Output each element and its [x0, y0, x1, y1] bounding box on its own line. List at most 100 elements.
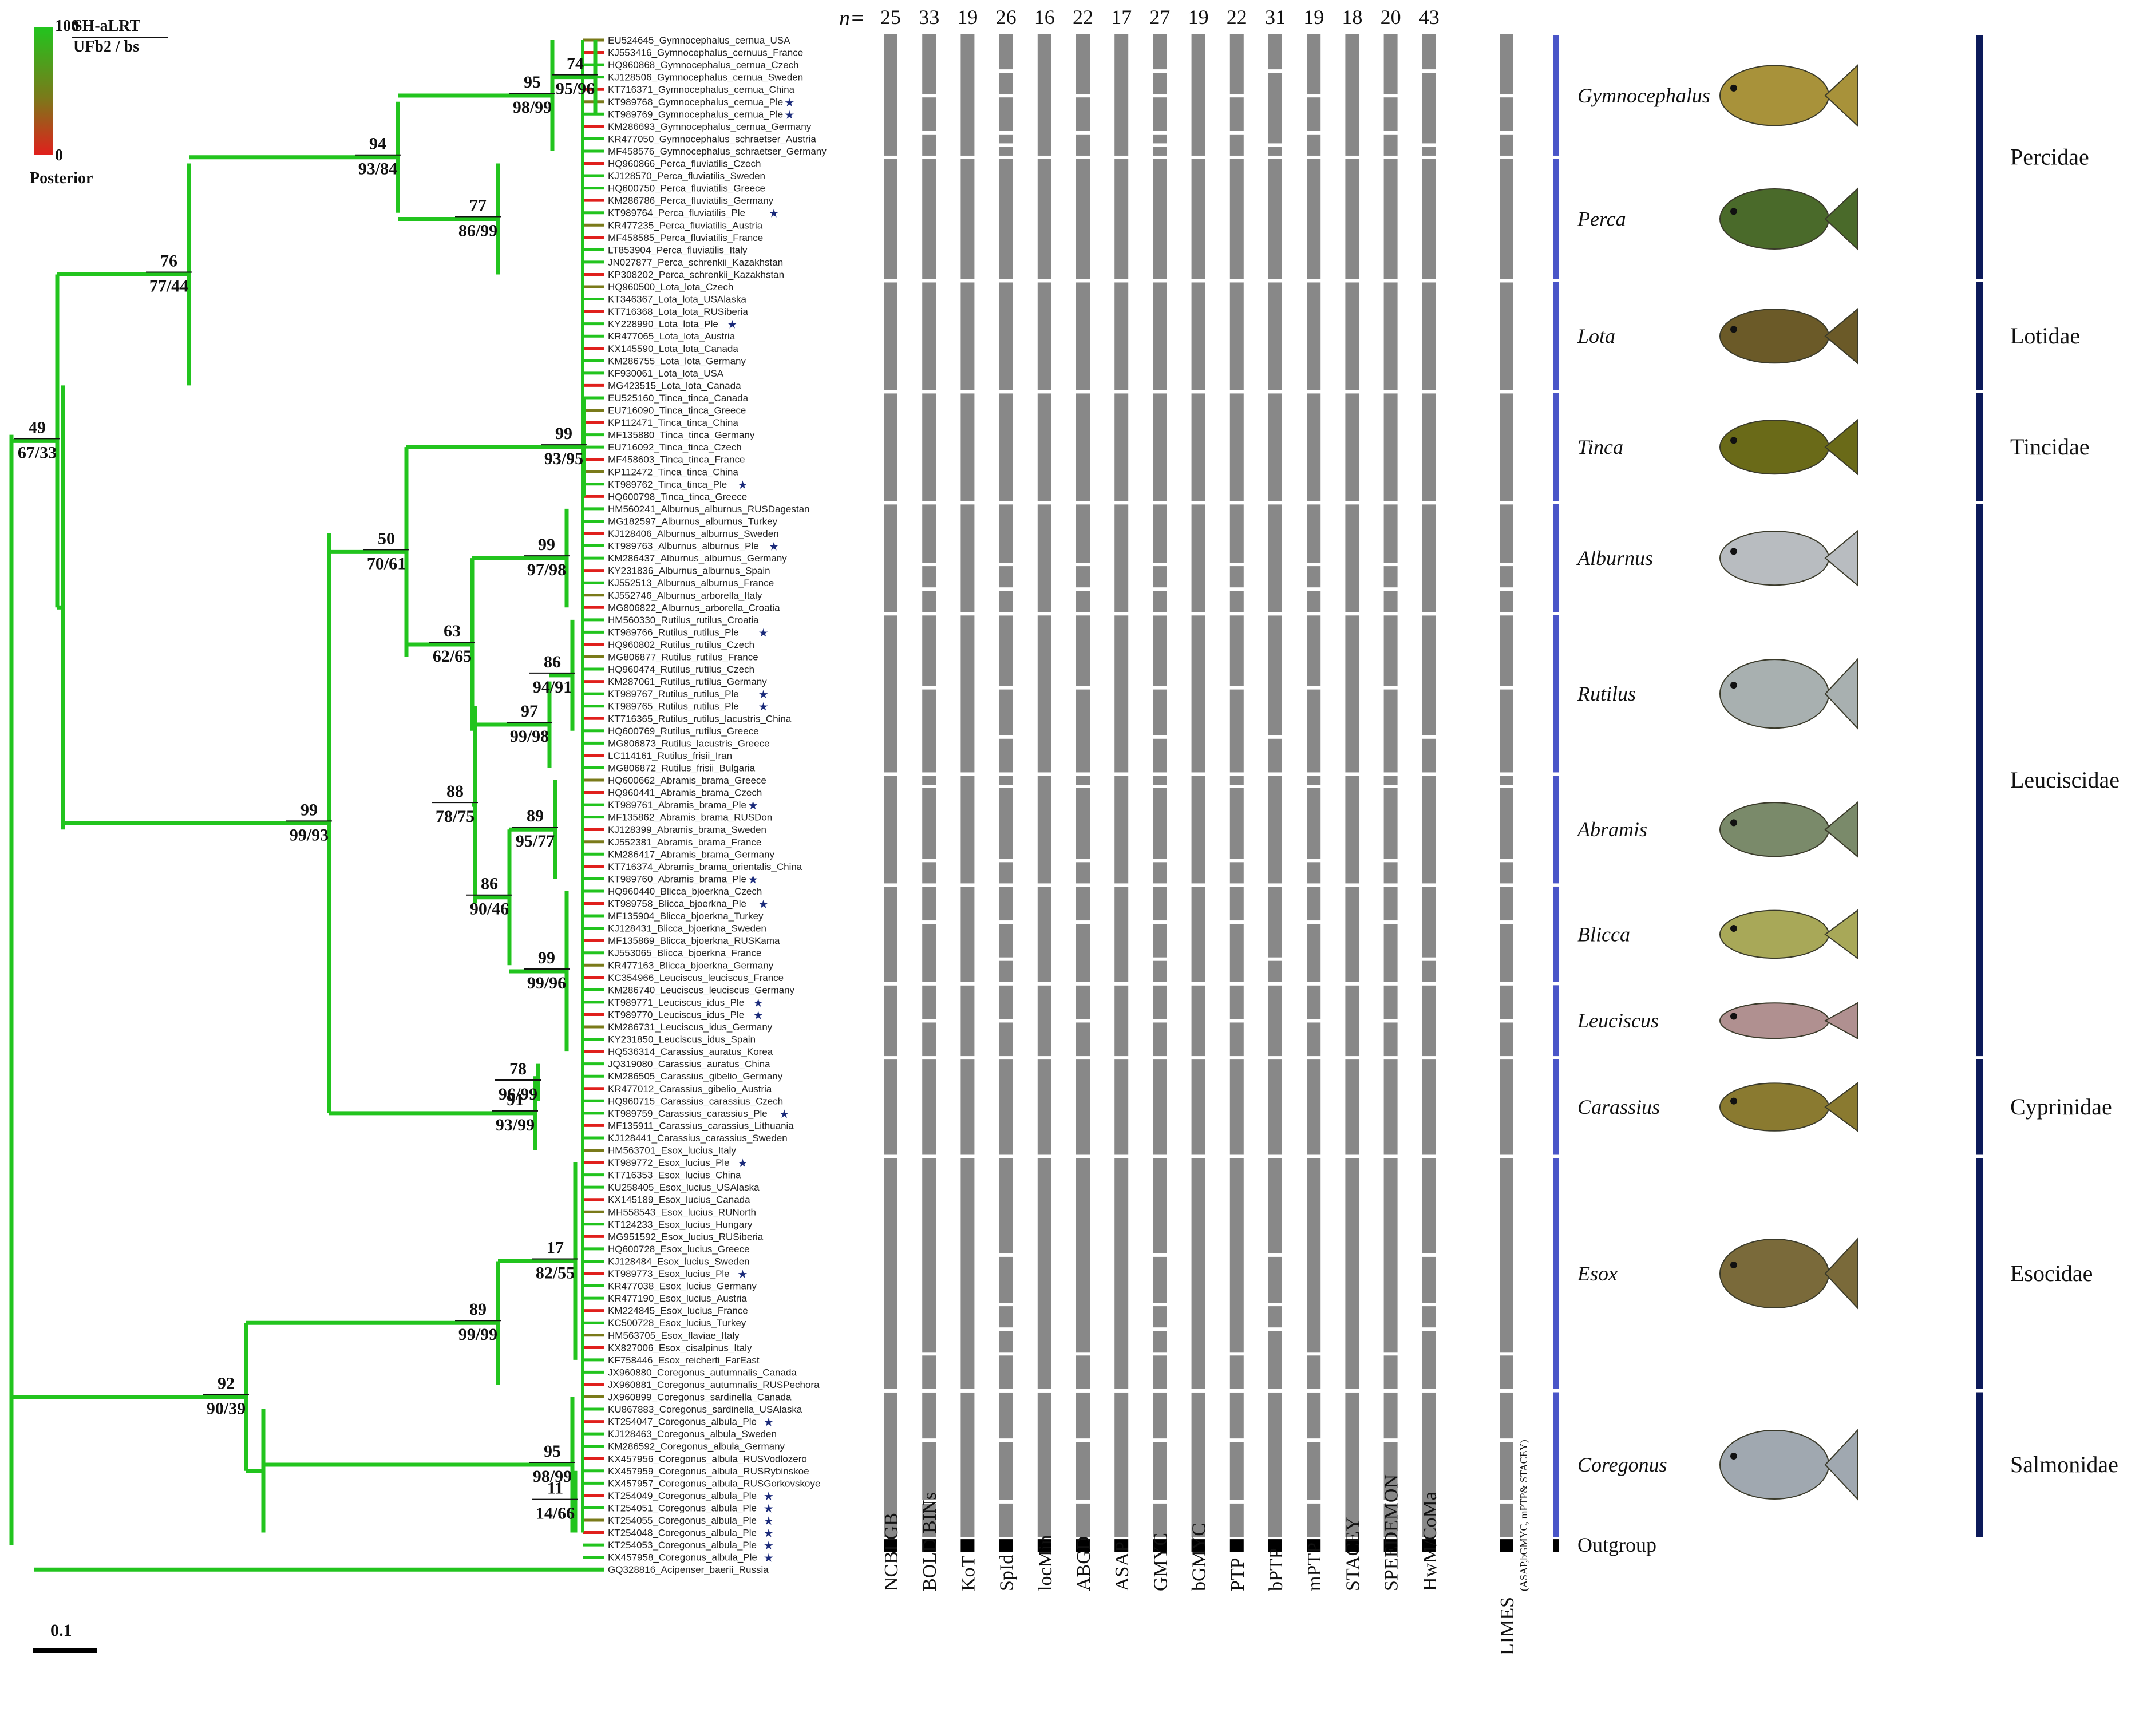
ple-sample-star: ★: [748, 798, 758, 812]
node-support-bottom: 62/65: [433, 647, 472, 666]
legend-posterior-label: Posterior: [30, 169, 93, 187]
taxon-label: KJ552746_Alburnus_arborella_Italy: [608, 590, 762, 601]
species-boundary-gap: [998, 883, 1014, 887]
taxon-label: KC354966_Leuciscus_leuciscus_France: [608, 972, 784, 983]
taxon-label: KX457959_Coregonus_albula_RUSRybinskoe: [608, 1466, 809, 1477]
method-n-value: 20: [1381, 6, 1401, 29]
node-support-top: 74: [567, 54, 584, 73]
taxon-label: KT124233_Esox_lucius_Hungary: [608, 1219, 753, 1230]
taxon-label: KT716365_Rutilus_rutilus_lacustris_China: [608, 713, 792, 724]
outgroup-marker: [1114, 1539, 1129, 1552]
species-boundary-gap: [883, 1389, 899, 1393]
taxon-label: LT853904_Perca_fluviatilis_Italy: [608, 244, 748, 255]
ple-sample-star: ★: [769, 207, 779, 220]
scale-bar-label: 0.1: [50, 1621, 72, 1640]
species-boundary-gap: [1228, 94, 1245, 98]
species-boundary-gap: [998, 1500, 1014, 1504]
taxon-label: KT254049_Coregonus_albula_Ple: [608, 1490, 757, 1501]
species-boundary-gap: [1498, 1154, 1515, 1158]
method-name-label: BOLD BINs: [919, 1492, 940, 1591]
node-support-top: 92: [218, 1374, 235, 1393]
ple-sample-star: ★: [753, 1008, 764, 1022]
species-boundary-gap: [1421, 1537, 1437, 1541]
genus-bracket: [1553, 615, 1559, 773]
species-boundary-gap: [1306, 390, 1322, 394]
species-boundary-gap: [1267, 1056, 1283, 1060]
taxon-label: KT346367_Lota_lota_USAlaska: [608, 294, 746, 305]
species-boundary-gap: [1421, 1253, 1437, 1257]
node-support-top: 94: [369, 135, 386, 153]
fish-illustration: [1719, 1430, 1829, 1500]
method-name-label: PTP: [1227, 1557, 1248, 1591]
species-boundary-gap: [1228, 1352, 1245, 1356]
method-name-label: SpId: [997, 1555, 1018, 1591]
species-boundary-gap: [1113, 501, 1130, 505]
species-boundary-gap: [1113, 982, 1130, 986]
method-subtitle: (ASAP,bGMYC, mPTP& STACEY): [1518, 1440, 1530, 1591]
species-boundary-gap: [998, 1389, 1014, 1393]
node-support-top: 97: [521, 702, 538, 721]
species-boundary-gap: [998, 143, 1014, 147]
method-name-label: GMYC: [1150, 1533, 1171, 1591]
node-support-bottom: 95/96: [556, 80, 595, 98]
outgroup-marker: [922, 1539, 936, 1552]
species-boundary-gap: [998, 1019, 1014, 1023]
species-boundary-gap: [1036, 1389, 1053, 1393]
species-boundary-gap: [1267, 883, 1283, 887]
species-boundary-gap: [1498, 1537, 1515, 1541]
species-boundary-gap: [1498, 1438, 1515, 1442]
family-name: Esocidae: [2010, 1260, 2093, 1286]
species-boundary-gap: [1498, 587, 1515, 591]
species-boundary-gap: [1190, 1389, 1207, 1393]
species-boundary-gap: [1267, 612, 1283, 616]
species-boundary-gap: [883, 982, 899, 986]
species-boundary-gap: [1382, 1154, 1399, 1158]
method-n-value: 33: [919, 6, 939, 29]
species-boundary-gap: [1036, 501, 1053, 505]
species-boundary-gap: [1152, 1537, 1168, 1541]
method-species-bar: [1345, 34, 1359, 1539]
taxon-label: MF135911_Carassius_carassius_Lithuania: [608, 1120, 794, 1131]
species-boundary-gap: [1498, 785, 1515, 788]
fish-tail: [1824, 529, 1858, 587]
node-support-top: 49: [29, 418, 46, 437]
fish-tail: [1824, 64, 1858, 127]
outgroup-marker: [1076, 1539, 1090, 1552]
genus-bracket: [1553, 985, 1559, 1057]
species-boundary-gap: [1267, 735, 1283, 739]
taxon-label: KF758446_Esox_reicherti_FarEast: [608, 1355, 760, 1366]
species-boundary-gap: [1228, 390, 1245, 394]
taxon-label: KF930061_Lota_lota_USA: [608, 368, 724, 379]
species-boundary-gap: [883, 390, 899, 394]
species-boundary-gap: [998, 1438, 1014, 1442]
method-n-value: 19: [1188, 6, 1209, 29]
species-boundary-gap: [921, 131, 938, 135]
species-boundary-gap: [1267, 1253, 1283, 1257]
method-name-label: bPTP: [1266, 1548, 1287, 1591]
species-boundary-gap: [1344, 501, 1361, 505]
node-support-bottom: 94/91: [533, 678, 572, 697]
species-boundary-gap: [1498, 155, 1515, 159]
species-boundary-gap: [959, 982, 976, 986]
method-species-bar: [1114, 34, 1129, 1539]
taxon-label: KT989759_Carassius_carassius_Ple: [608, 1108, 768, 1119]
method-name-label: HwM/CoMa: [1419, 1492, 1441, 1591]
species-boundary-gap: [998, 1352, 1014, 1356]
taxon-label: KM286755_Lota_lota_Germany: [608, 355, 746, 366]
legend-title-rule: [72, 37, 168, 38]
species-boundary-gap: [1113, 390, 1130, 394]
species-boundary-gap: [1382, 131, 1399, 135]
species-boundary-gap: [1382, 859, 1399, 863]
family-name: Lotidae: [2010, 323, 2080, 349]
species-boundary-gap: [1228, 279, 1245, 283]
node-support-bottom: 96/99: [499, 1085, 537, 1104]
species-boundary-gap: [1228, 859, 1245, 863]
species-boundary-gap: [1421, 772, 1437, 776]
species-boundary-gap: [1344, 982, 1361, 986]
taxon-label: EU524645_Gymnocephalus_cernua_USA: [608, 35, 790, 46]
fish-tail: [1824, 801, 1858, 858]
genus-name: Leuciscus: [1577, 1009, 1659, 1032]
species-boundary-gap: [921, 859, 938, 863]
taxon-label: KJ552381_Abramis_brama_France: [608, 837, 761, 848]
species-boundary-gap: [1075, 920, 1091, 924]
